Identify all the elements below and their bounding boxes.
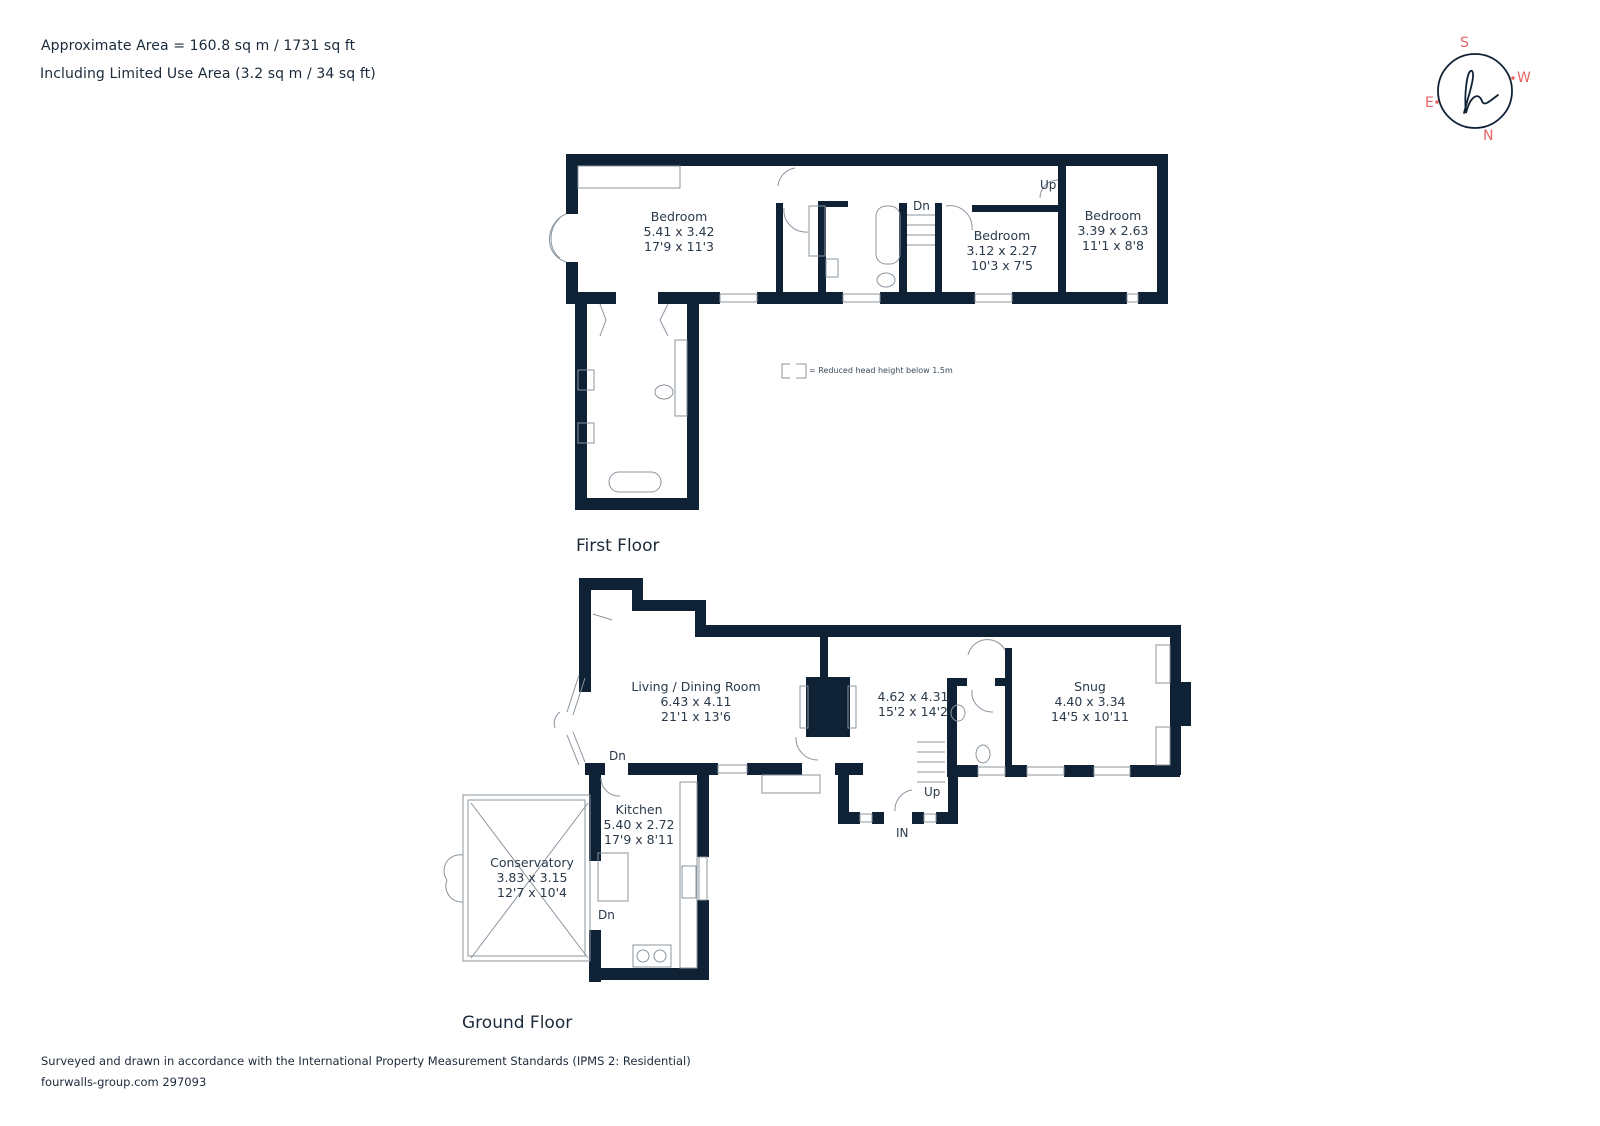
- living-stairs-down: Dn: [609, 749, 626, 763]
- first-floor-fixtures: [549, 165, 1139, 493]
- room-label-bedroom-2: Bedroom 3.12 x 2.27 10'3 x 7'5: [966, 228, 1037, 273]
- room-imperial: 21'1 x 13'6: [661, 709, 731, 724]
- room-label-bedroom-3: Bedroom 3.39 x 2.63 11'1 x 8'8: [1077, 208, 1148, 253]
- room-imperial: 17'9 x 8'11: [604, 832, 674, 847]
- ground-floor-label: Ground Floor: [462, 1013, 573, 1033]
- room-name: Kitchen: [615, 802, 663, 817]
- compass: S W E N: [1420, 35, 1540, 150]
- room-imperial: 11'1 x 8'8: [1082, 238, 1144, 253]
- compass-east: E: [1425, 95, 1434, 111]
- room-metric: 3.12 x 2.27: [966, 243, 1038, 258]
- room-imperial: 14'5 x 10'11: [1051, 709, 1129, 724]
- first-floor-stairs-up: Up: [1040, 178, 1057, 192]
- room-label-snug: Snug 4.40 x 3.34 14'5 x 10'11: [1051, 679, 1129, 724]
- room-metric: 5.40 x 2.72: [603, 817, 675, 832]
- room-label-conservatory: Conservatory 3.83 x 3.15 12'7 x 10'4: [490, 855, 574, 900]
- first-floor-stairs-down: Dn: [913, 199, 930, 213]
- room-metric: 3.39 x 2.63: [1077, 223, 1149, 238]
- legend-box-icon: [781, 363, 807, 379]
- logo-h-icon: [1463, 70, 1499, 114]
- limited-use-area-text: Including Limited Use Area (3.2 sq m / 3…: [40, 66, 376, 82]
- room-imperial: 10'3 x 7'5: [971, 258, 1033, 273]
- room-metric: 5.41 x 3.42: [643, 224, 715, 239]
- room-imperial: 12'7 x 10'4: [497, 885, 567, 900]
- room-name: Living / Dining Room: [631, 679, 761, 694]
- compass-west: W: [1517, 70, 1531, 86]
- room-imperial: 15'2 x 14'2: [878, 704, 948, 719]
- compass-north: N: [1483, 128, 1494, 144]
- room-name: Snug: [1074, 679, 1106, 694]
- room-label-living-dining: Living / Dining Room 6.43 x 4.11 21'1 x …: [631, 679, 760, 724]
- legend-reduced-head-height: = Reduced head height below 1.5m: [809, 366, 953, 375]
- compass-ring-icon: [1435, 53, 1515, 129]
- room-name: Conservatory: [490, 855, 574, 870]
- kitchen-step-down: Dn: [598, 908, 615, 922]
- compass-south: S: [1460, 35, 1469, 51]
- entrance-marker: IN: [896, 826, 909, 840]
- room-label-hall: 4.62 x 4.31 15'2 x 14'2: [877, 689, 948, 719]
- hall-stairs-up: Up: [924, 785, 941, 799]
- room-metric: 3.83 x 3.15: [496, 870, 568, 885]
- room-label-kitchen: Kitchen 5.40 x 2.72 17'9 x 8'11: [603, 802, 674, 847]
- room-metric: 6.43 x 4.11: [660, 694, 732, 709]
- room-name: Bedroom: [650, 209, 708, 224]
- standards-note: Surveyed and drawn in accordance with th…: [41, 1054, 691, 1068]
- room-name: Bedroom: [973, 228, 1031, 243]
- first-floor-walls: [566, 154, 1168, 510]
- room-label-bedroom-1: Bedroom 5.41 x 3.42 17'9 x 11'3: [643, 209, 714, 254]
- ground-floor-fixtures: [443, 613, 1171, 969]
- room-name: Bedroom: [1084, 208, 1142, 223]
- room-metric: 4.62 x 4.31: [877, 689, 949, 704]
- ground-floor-walls: [579, 578, 1191, 982]
- first-floor-label: First Floor: [576, 536, 660, 556]
- room-metric: 4.40 x 3.34: [1054, 694, 1126, 709]
- approximate-area-text: Approximate Area = 160.8 sq m / 1731 sq …: [41, 38, 356, 54]
- room-imperial: 17'9 x 11'3: [644, 239, 714, 254]
- reference-number: fourwalls-group.com 297093: [41, 1075, 207, 1089]
